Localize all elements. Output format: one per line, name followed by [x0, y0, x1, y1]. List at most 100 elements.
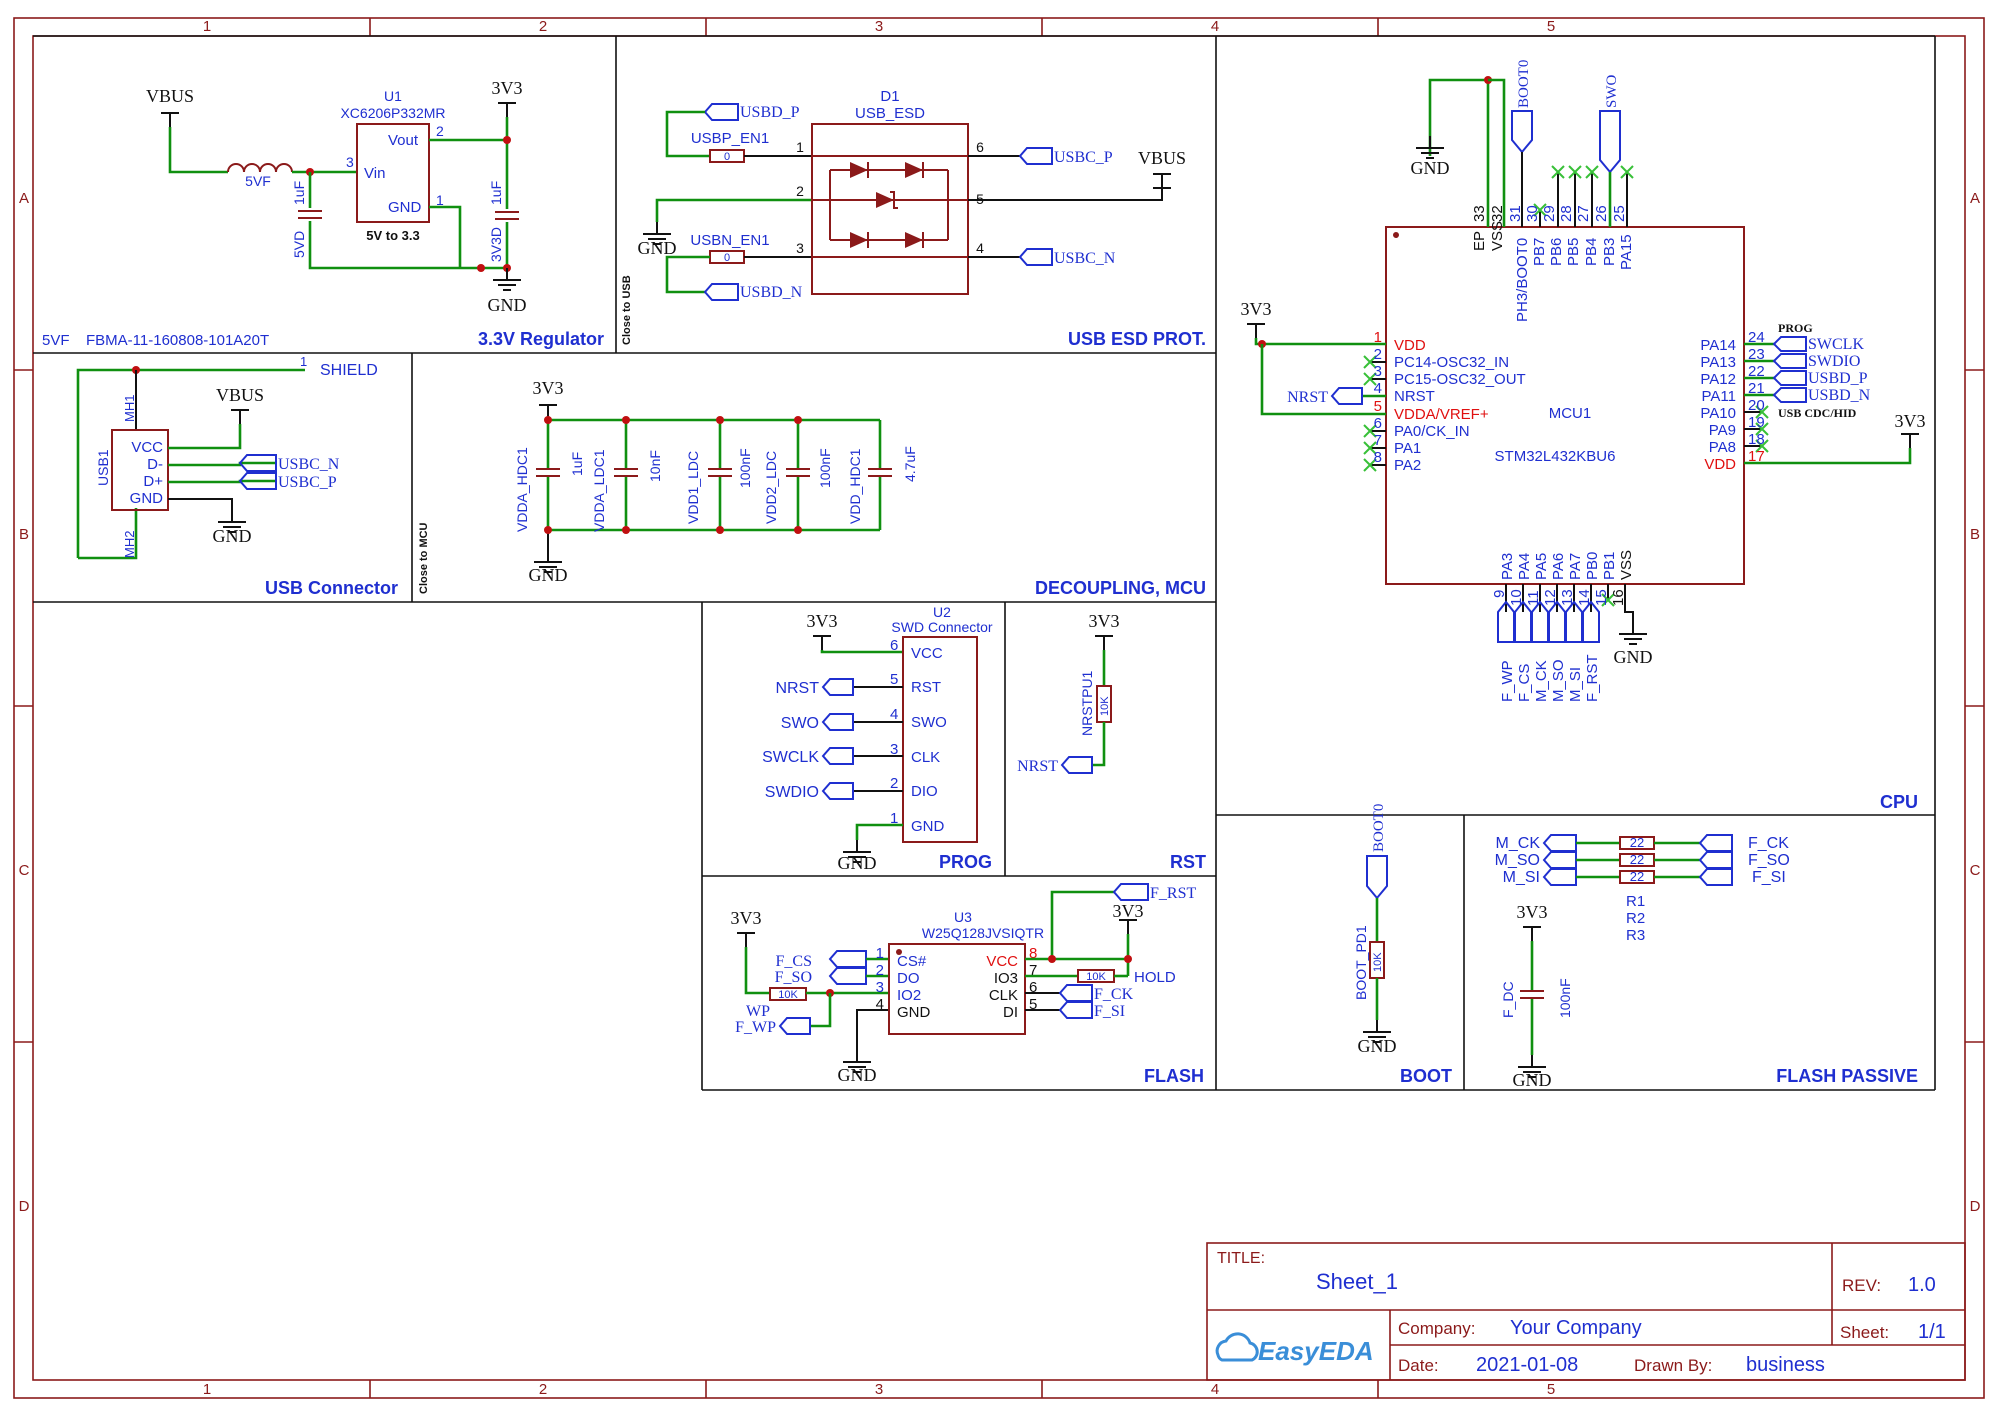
pin-number: 17 [1748, 448, 1765, 465]
pin-gnd: GND [130, 490, 164, 507]
sheet-label: Sheet: [1840, 1323, 1889, 1342]
pin-vin: Vin [364, 165, 385, 182]
pin-name: PA9 [1709, 422, 1736, 439]
note-usb: USB CDC/HID [1778, 406, 1857, 420]
pin-gnd: GND [388, 199, 422, 216]
netflag [1511, 110, 1533, 154]
pin-number: 25 [1611, 205, 1628, 222]
flash-block: 3V3 10K F_WP WP F_CS F_SO GND U3 W25Q128… [731, 883, 1196, 1085]
net-usbd-n: USBD_N [740, 284, 803, 301]
net-vbus-label: VBUS [146, 86, 194, 106]
pin-name: PA3 [1499, 553, 1516, 580]
cap-ref: 5VD [291, 231, 307, 258]
cap-value: 4.7uF [902, 446, 918, 482]
pin-name: PA8 [1709, 439, 1736, 456]
usb1-ref: USB1 [95, 449, 111, 486]
net-swclk: SWCLK [1808, 336, 1864, 353]
net-3v3-label: 3V3 [1517, 902, 1548, 922]
col-label-bottom: 4 [1211, 1381, 1219, 1398]
diode-array [812, 155, 968, 258]
date-label: Date: [1398, 1356, 1439, 1375]
pin-number: 1 [300, 354, 307, 369]
res-value: 22 [1630, 835, 1644, 850]
col-label-top: 2 [539, 18, 547, 35]
pin-number: 3 [876, 979, 884, 996]
pin-name: IO3 [994, 970, 1018, 987]
net-shield: SHIELD [320, 362, 378, 379]
pin-number: 7 [1029, 962, 1037, 979]
pin-name: PB0 [1584, 552, 1601, 580]
pin-name: CLK [989, 987, 1018, 1004]
gnd-label: GND [488, 295, 527, 315]
pin-number: 13 [1559, 589, 1576, 606]
pin-vout: Vout [388, 132, 419, 149]
net-f-rst: F_RST [1584, 654, 1601, 702]
pin-number: 5 [890, 671, 898, 688]
usb-connector-body [111, 429, 169, 511]
mcu1-body [1385, 226, 1745, 585]
pin-number: 2 [890, 775, 898, 792]
net-m-ck: M_CK [1533, 660, 1550, 702]
section-title-flash: FLASH [1144, 1066, 1204, 1086]
pin-number: 15 [1593, 589, 1610, 606]
row-label-right: A [1970, 190, 1980, 207]
cap-value: 100nF [1557, 978, 1573, 1018]
net-usbc-p: USBC_P [278, 474, 337, 491]
pin-name: VCC [911, 645, 943, 662]
regulator-block: VBUS 5VF 3 1uF 5VD U1 XC6206P332MR Vout … [42, 78, 527, 349]
netflag [1599, 110, 1621, 174]
pin-name: PA6 [1550, 553, 1567, 580]
col-label-bottom: 5 [1547, 1381, 1555, 1398]
pin-name: PC15-OSC32_OUT [1394, 371, 1526, 388]
pin-dm: D- [147, 456, 163, 473]
pin-name: VCC [986, 953, 1018, 970]
pin-number: 8 [1374, 449, 1382, 466]
pin-number: 1 [796, 139, 804, 155]
col-label-top: 4 [1211, 18, 1219, 35]
flash-ic-body [888, 943, 1026, 1035]
pin-name: EP [1471, 231, 1488, 251]
sheet-title: Sheet_1 [1316, 1269, 1398, 1294]
pin-number: 9 [1491, 590, 1508, 598]
gnd-label: GND [529, 565, 568, 585]
cap-ref: VDDA_HDC1 [514, 447, 530, 532]
net-3v3-label: 3V3 [1241, 299, 1272, 319]
pin-number: 5 [1029, 996, 1037, 1013]
pin-name: PA10 [1700, 405, 1736, 422]
net-usbd-p: USBD_P [740, 104, 800, 121]
net-m-ck: M_CK [1496, 835, 1541, 852]
pin-number: 26 [1593, 205, 1610, 222]
pin-number: 2 [436, 123, 444, 139]
pin-name: PA5 [1533, 553, 1550, 580]
pin-number: 27 [1575, 205, 1592, 222]
logo-text: EasyEDA [1258, 1336, 1374, 1366]
ferrite-inductor [227, 163, 293, 173]
net-f-cs: F_CS [776, 953, 812, 970]
pin-number: 2 [876, 962, 884, 979]
pin-number: 5 [1374, 398, 1382, 415]
pin-name: VSS [1489, 221, 1506, 251]
pin-name: PB4 [1583, 238, 1600, 266]
net-3v3-label: 3V3 [731, 908, 762, 928]
gnd-label: GND [1411, 158, 1450, 178]
cap-ref: VDD1_LDC [685, 451, 701, 524]
net-boot0: BOOT0 [1371, 804, 1387, 852]
res-value: 10K [1099, 696, 1111, 716]
net-f-cs: F_CS [1516, 664, 1533, 702]
decoupling-block: 3V3 GND VDDA_HDC1 1uF VDDA_LDC1 10nF VDD… [514, 378, 918, 585]
section-title-usb-connector: USB Connector [265, 578, 398, 598]
net-f-ck: F_CK [1094, 986, 1134, 1003]
title-block: TITLE: Sheet_1 REV: 1.0 Company: Your Co… [1206, 1242, 1966, 1381]
pin-vcc: VCC [131, 439, 163, 456]
note-close-to-usb: Close to USB [621, 275, 633, 345]
pin-number: 3 [796, 240, 804, 256]
pin-name: PA0/CK_IN [1394, 423, 1470, 440]
pin-name: GND [911, 818, 945, 835]
pin-name: PA15 [1618, 234, 1635, 270]
res-value: 0 [724, 252, 730, 264]
pin-number: 11 [1525, 590, 1542, 606]
res-ref: BOOT_PD1 [1353, 925, 1369, 1000]
pin-name: PA7 [1567, 553, 1584, 580]
gnd-label: GND [213, 526, 252, 546]
res-value: 10K [1372, 952, 1384, 972]
